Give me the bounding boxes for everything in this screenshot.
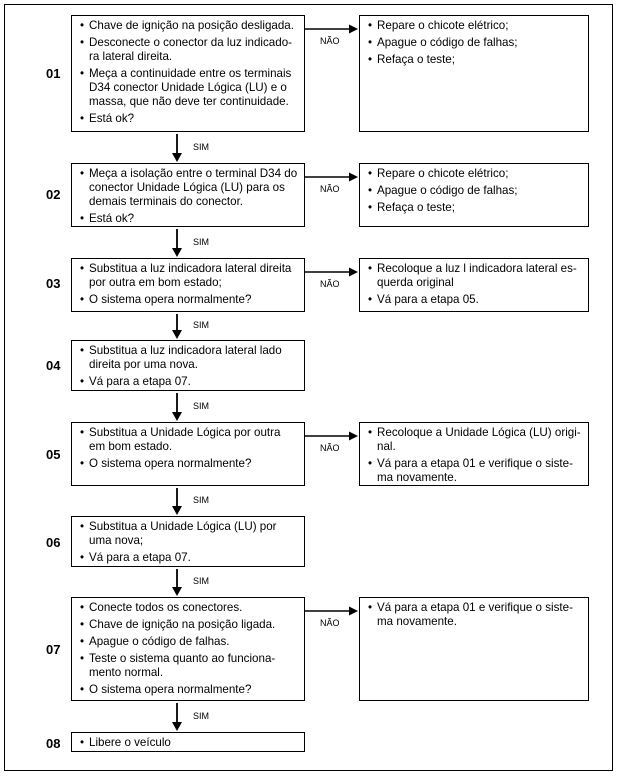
no-branch-box: Repare o chicote elétrico; Apague o códig… <box>359 15 589 132</box>
yes-arrow-head <box>172 506 182 515</box>
step-number: 05 <box>46 447 61 462</box>
step-number: 08 <box>46 736 61 751</box>
list-item: Conecte todos os conectores. <box>80 601 298 615</box>
step-action-box: Substitua a luz indicadora lateral direi… <box>71 258 305 312</box>
list-item: Teste o sistema quanto ao funciona-mento… <box>80 652 298 680</box>
list-item: Repare o chicote elétrico; <box>368 19 582 33</box>
step-action-box: Substitua a Unidade Lógica (LU) por uma … <box>71 516 305 567</box>
step-number: 03 <box>46 276 61 291</box>
list-item: O sistema opera normalmente? <box>80 457 298 471</box>
list-item: Substitua a Unidade Lógica (LU) por uma … <box>80 520 298 548</box>
no-arrow-head <box>349 267 358 277</box>
list-item: Vá para a etapa 07. <box>80 551 298 565</box>
list-item: Apague o código de falhas; <box>368 184 582 198</box>
no-arrow-head <box>349 431 358 441</box>
no-branch-box: Recoloque a luz l indicadora lateral es-… <box>359 258 589 312</box>
list-item: Vá para a etapa 05. <box>368 293 582 307</box>
list-item: O sistema opera normalmente? <box>80 683 298 697</box>
list-item: Refaça o teste; <box>368 53 582 67</box>
yes-arrow-head <box>172 412 182 421</box>
step-number: 01 <box>46 66 61 81</box>
no-branch-box: Repare o chicote elétrico; Apague o códig… <box>359 163 589 227</box>
yes-arrow-head <box>172 248 182 257</box>
yes-label: SIM <box>193 711 210 721</box>
yes-arrow-head <box>172 153 182 162</box>
list-item: Vá para a etapa 01 e verifique o siste-m… <box>368 457 582 485</box>
no-label: NÃO <box>320 618 340 628</box>
list-item: Vá para a etapa 01 e verifique o siste-m… <box>368 601 582 629</box>
list-item: Chave de ignição na posição ligada. <box>80 618 298 632</box>
list-item: Meça a isolação entre o terminal D34 do … <box>80 167 298 209</box>
yes-label: SIM <box>193 237 210 247</box>
list-item: Vá para a etapa 07. <box>80 375 298 389</box>
list-item: Meça a continuidade entre os terminais D… <box>80 67 298 109</box>
list-item: Substitua a luz indicadora lateral direi… <box>80 262 298 290</box>
yes-label: SIM <box>193 401 210 411</box>
list-item: Apague o código de falhas. <box>80 635 298 649</box>
no-label: NÃO <box>320 36 340 46</box>
step-number: 07 <box>46 642 61 657</box>
list-item: Recoloque a luz l indicadora lateral es-… <box>368 262 582 290</box>
list-item: Libere o veículo <box>80 736 298 750</box>
list-item: Desconecte o conector da luz indicado-ra… <box>80 36 298 64</box>
no-arrow-head <box>349 606 358 616</box>
step-action-box: Chave de ignição na posição desligada. De… <box>71 15 305 132</box>
list-item: Refaça o teste; <box>368 201 582 215</box>
list-item: Está ok? <box>80 212 298 226</box>
no-arrow-head <box>349 172 358 182</box>
step-action-box: Substitua a luz indicadora lateral lado … <box>71 340 305 391</box>
list-item: Repare o chicote elétrico; <box>368 167 582 181</box>
step-action-box: Meça a isolação entre o terminal D34 do … <box>71 163 305 227</box>
yes-label: SIM <box>193 320 210 330</box>
no-arrow-head <box>349 24 358 34</box>
no-label: NÃO <box>320 279 340 289</box>
step-action-box: Substitua a Unidade Lógica por outra em … <box>71 422 305 486</box>
step-number: 02 <box>46 187 61 202</box>
list-item: Substitua a luz indicadora lateral lado … <box>80 344 298 372</box>
no-label: NÃO <box>320 443 340 453</box>
step-action-box: Libere o veículo <box>71 732 305 752</box>
yes-label: SIM <box>193 142 210 152</box>
flowchart-frame <box>4 4 613 771</box>
list-item: Recoloque a Unidade Lógica (LU) origi-na… <box>368 426 582 454</box>
step-number: 04 <box>46 358 61 373</box>
no-label: NÃO <box>320 184 340 194</box>
list-item: Chave de ignição na posição desligada. <box>80 19 298 33</box>
yes-label: SIM <box>193 576 210 586</box>
list-item: Está ok? <box>80 112 298 126</box>
step-action-box: Conecte todos os conectores. Chave de ign… <box>71 597 305 701</box>
no-branch-box: Recoloque a Unidade Lógica (LU) origi-na… <box>359 422 589 486</box>
step-number: 06 <box>46 535 61 550</box>
no-branch-box: Vá para a etapa 01 e verifique o siste-m… <box>359 597 589 701</box>
yes-arrow-head <box>172 722 182 731</box>
list-item: O sistema opera normalmente? <box>80 293 298 307</box>
yes-arrow-head <box>172 587 182 596</box>
list-item: Apague o código de falhas; <box>368 36 582 50</box>
yes-arrow-head <box>172 330 182 339</box>
yes-label: SIM <box>193 495 210 505</box>
list-item: Substitua a Unidade Lógica por outra em … <box>80 426 298 454</box>
